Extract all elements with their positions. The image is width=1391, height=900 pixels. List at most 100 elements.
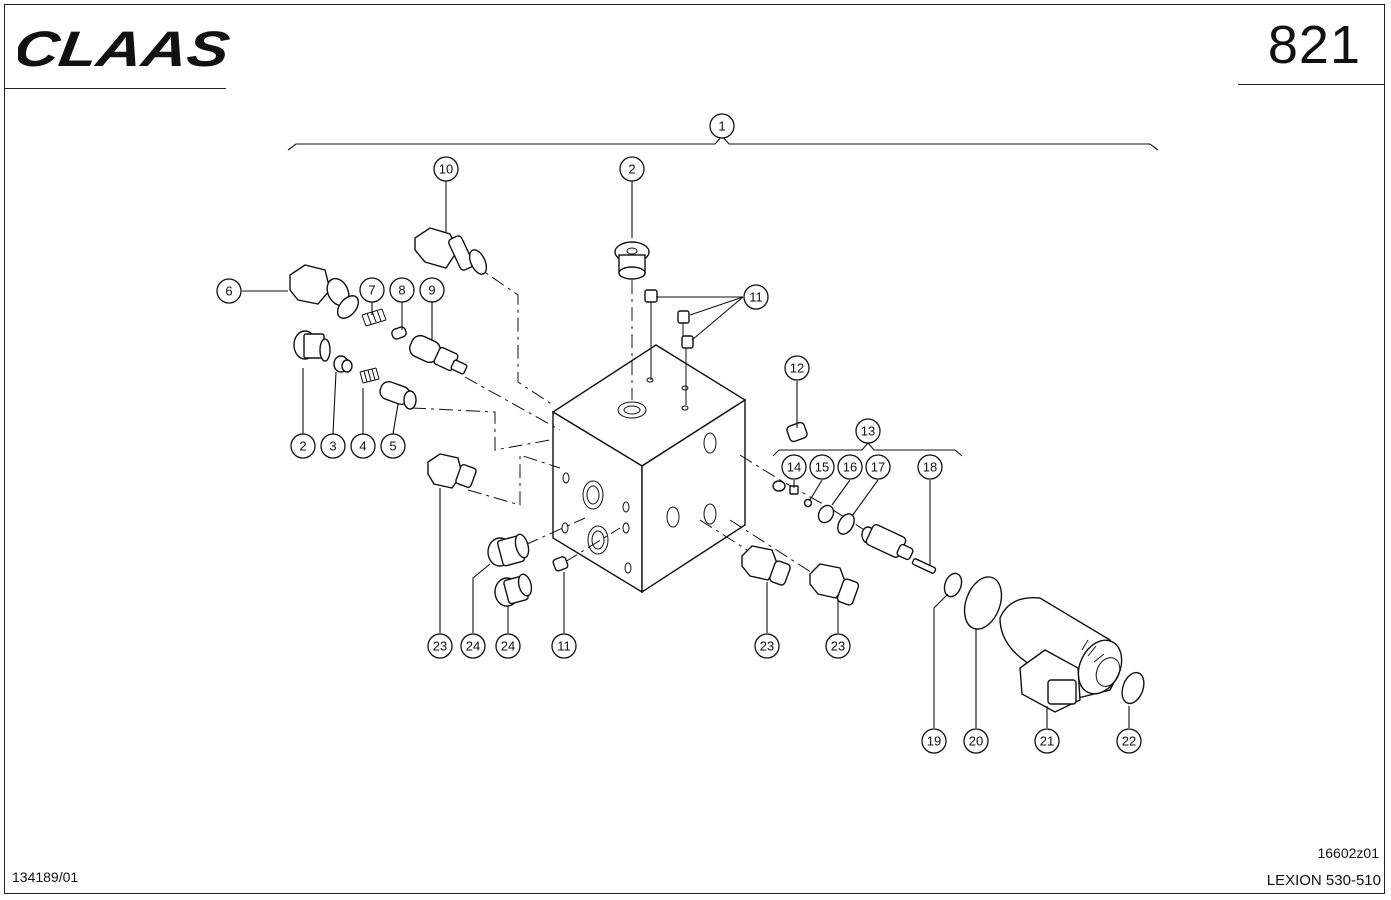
callout-7: 7 [359, 277, 385, 303]
svg-text:23: 23 [433, 639, 447, 654]
svg-text:5: 5 [389, 439, 396, 454]
callout-20: 20 [963, 728, 989, 754]
axis-fitting-23-mid [699, 519, 756, 556]
callout-9: 9 [419, 277, 445, 303]
part-9-cartridge [409, 334, 468, 375]
part-12-bushing [786, 421, 808, 443]
svg-text:3: 3 [329, 439, 336, 454]
document-id: 134189/01 [12, 869, 79, 885]
part-23-fitting-left [427, 453, 477, 489]
drawing-id: 16602z01 [1317, 845, 1379, 861]
part-19-oring [943, 572, 963, 598]
part-22-oring [1121, 671, 1145, 705]
part-5-valve-sleeve [379, 380, 417, 410]
callout-18: 18 [917, 454, 943, 480]
part-11-screws [644, 289, 694, 349]
axis-plug-11 [564, 527, 621, 563]
svg-text:13: 13 [861, 424, 875, 439]
part-15-ball [803, 498, 813, 508]
axis-valve-5 [411, 407, 551, 451]
svg-text:12: 12 [790, 361, 804, 376]
part-20-oring [963, 576, 1003, 630]
part-18-pin [911, 558, 937, 574]
part-24-plug-b [494, 573, 533, 607]
part-oring-6 [336, 295, 360, 319]
part-4-spring [359, 367, 380, 384]
callout-22: 22 [1116, 728, 1142, 754]
svg-text:4: 4 [359, 439, 366, 454]
callout-13: 13 [855, 418, 881, 444]
part-3-valve-disk [333, 355, 353, 373]
callout-6: 6 [216, 278, 242, 304]
callout-3: 3 [320, 433, 346, 459]
axis-cartridge-9 [464, 376, 561, 431]
callout-23-mid: 23 [754, 633, 780, 659]
part-24-plug-a [487, 533, 530, 567]
part-2-plug-top [614, 241, 650, 280]
part-23-fitting-mid [741, 545, 791, 586]
callout-21: 21 [1034, 728, 1060, 754]
svg-text:19: 19 [927, 734, 941, 749]
callout-14: 14 [781, 454, 807, 480]
svg-text:15: 15 [815, 460, 829, 475]
part-6-plug [289, 264, 350, 307]
part-21-coil [999, 596, 1123, 713]
callout-16: 16 [837, 454, 863, 480]
svg-text:11: 11 [557, 639, 571, 654]
model-name: LEXION 530-510 [1266, 872, 1381, 889]
part-11-screw-bottom [552, 556, 569, 572]
callout-1: 1 [709, 113, 735, 139]
callout-23-left: 23 [427, 633, 453, 659]
part-2-plug-left [293, 330, 331, 362]
axis-plug-10 [469, 261, 554, 406]
callout-19: 19 [921, 728, 947, 754]
part-23-fitting-right [809, 563, 860, 606]
svg-text:11: 11 [749, 290, 763, 305]
axis-fitting-23-right [729, 519, 821, 579]
callout-24-b: 24 [495, 633, 521, 659]
page-number: 821 [1267, 15, 1361, 75]
svg-text:7: 7 [368, 283, 375, 298]
svg-text:22: 22 [1122, 734, 1136, 749]
axis-fitting-23-left [467, 454, 561, 506]
leader-lines [242, 181, 1130, 728]
callout-24-a: 24 [460, 633, 486, 659]
callout-2-top: 2 [619, 156, 645, 182]
callout-17: 17 [865, 454, 891, 480]
part-8-pin [391, 326, 407, 340]
bracket-group-13 [772, 442, 963, 457]
callout-2-left: 2 [290, 433, 316, 459]
callout-5: 5 [380, 433, 406, 459]
svg-text:6: 6 [225, 284, 232, 299]
part-17-oring [837, 513, 855, 535]
part-7-spring [361, 308, 387, 327]
svg-text:10: 10 [439, 162, 453, 177]
svg-text:2: 2 [628, 162, 635, 177]
svg-text:CLAAS: CLAAS [18, 22, 233, 74]
svg-text:8: 8 [398, 283, 405, 298]
svg-text:2: 2 [299, 439, 306, 454]
header-rule-left [4, 88, 226, 89]
svg-text:24: 24 [466, 639, 480, 654]
svg-text:20: 20 [969, 734, 983, 749]
part-14-nut [772, 480, 786, 492]
svg-text:18: 18 [923, 460, 937, 475]
part-10-fitting [414, 227, 488, 275]
svg-text:1: 1 [718, 119, 725, 134]
callout-23-right: 23 [825, 633, 851, 659]
svg-text:21: 21 [1040, 734, 1054, 749]
valve-block [551, 344, 747, 594]
part-16-washer [817, 504, 835, 524]
callout-10: 10 [433, 156, 459, 182]
axis-solenoid [739, 454, 881, 541]
callout-15: 15 [809, 454, 835, 480]
callout-11-bottom: 11 [551, 633, 577, 659]
callout-4: 4 [350, 433, 376, 459]
callout-8: 8 [389, 277, 415, 303]
svg-text:23: 23 [760, 639, 774, 654]
axis-plug-24 [524, 517, 586, 546]
svg-text:9: 9 [428, 283, 435, 298]
svg-text:23: 23 [831, 639, 845, 654]
svg-text:14: 14 [787, 460, 801, 475]
